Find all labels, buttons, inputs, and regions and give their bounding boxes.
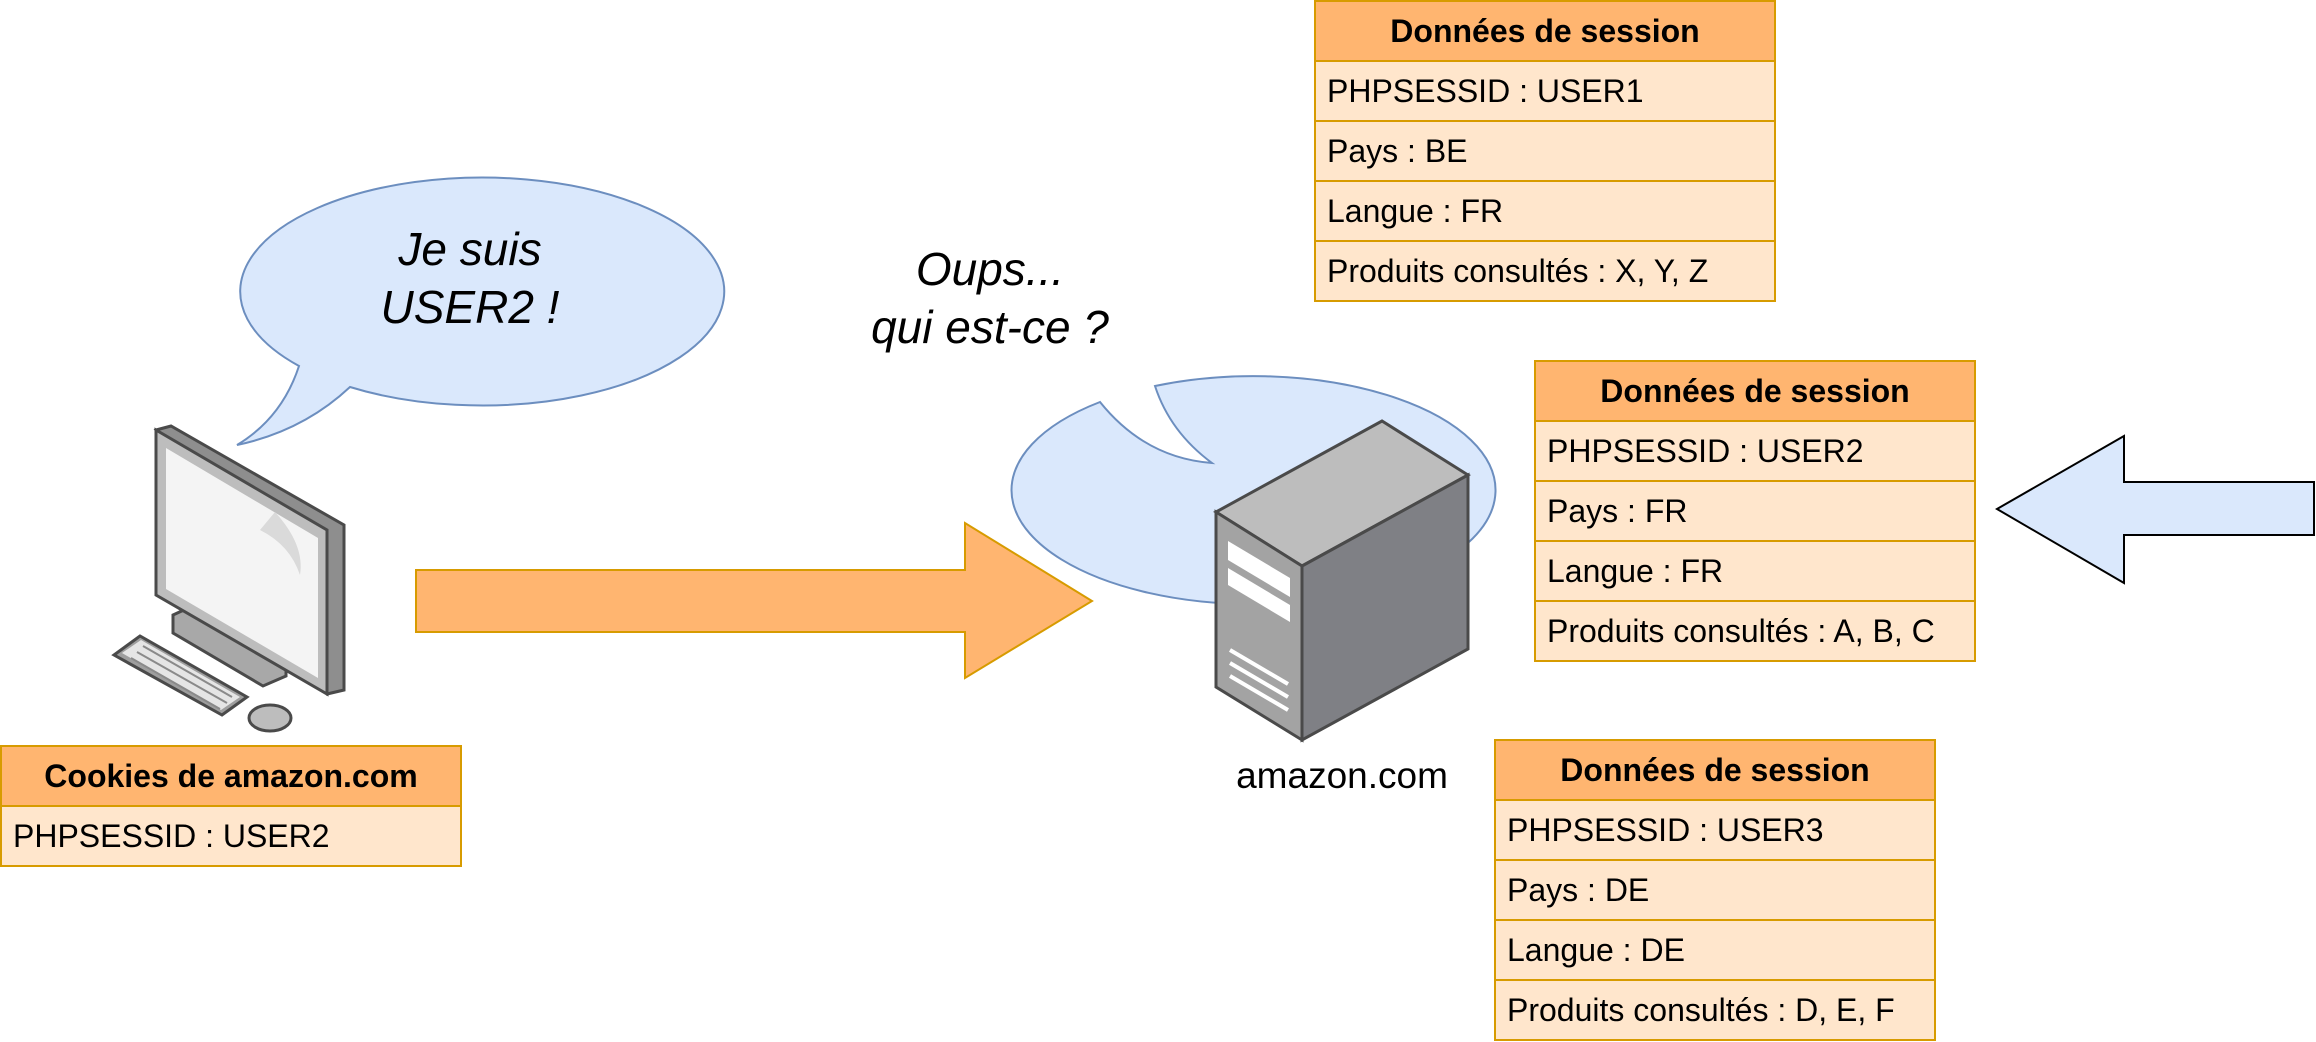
session-table-user2: Données de session PHPSESSID : USER2 Pay… [1534, 360, 1976, 662]
session-table-row: Langue : FR [1316, 182, 1774, 242]
server-bubble-line-1: Oups... [915, 243, 1065, 295]
session-table-row: Produits consultés : A, B, C [1547, 613, 1935, 649]
session-table-header: Données de session [1496, 741, 1934, 801]
request-arrow [415, 521, 1094, 680]
client-bubble-line-2: USER2 ! [380, 281, 560, 333]
session-table-row: Produits consultés : X, Y, Z [1327, 253, 1709, 289]
cookie-table: Cookies de amazon.com PHPSESSID : USER2 [0, 745, 462, 867]
client-speech-bubble [236, 176, 726, 446]
cookie-table-row: PHPSESSID : USER2 [13, 818, 330, 854]
session-table-row: PHPSESSID : USER3 [1496, 801, 1934, 861]
client-bubble-text: Je suis USER2 ! [300, 220, 640, 336]
session-pointer-arrow [1995, 434, 2315, 585]
session-table-header: Données de session [1316, 2, 1774, 62]
session-table-row: Langue : DE [1496, 921, 1934, 981]
cookie-table-header: Cookies de amazon.com [2, 747, 460, 807]
session-table-row: Pays : DE [1496, 861, 1934, 921]
desktop-computer-icon [111, 424, 346, 733]
session-table-row: Langue : FR [1536, 542, 1974, 602]
session-table-row: Pays : BE [1316, 122, 1774, 182]
server-label: amazon.com [1236, 755, 1448, 796]
session-table-header: Données de session [1536, 362, 1974, 422]
session-table-row: Produits consultés : D, E, F [1507, 992, 1895, 1028]
session-table-row: Pays : FR [1536, 482, 1974, 542]
session-table-row: PHPSESSID : USER1 [1316, 62, 1774, 122]
server-bubble-text: Oups... qui est-ce ? [820, 240, 1160, 356]
session-table-user1: Données de session PHPSESSID : USER1 Pay… [1314, 0, 1776, 302]
server-bubble-line-2: qui est-ce ? [871, 301, 1109, 353]
server-tower-icon [1213, 419, 1471, 743]
session-table-row: PHPSESSID : USER2 [1536, 422, 1974, 482]
client-bubble-line-1: Je suis [398, 223, 542, 275]
session-table-user3: Données de session PHPSESSID : USER3 Pay… [1494, 739, 1936, 1041]
